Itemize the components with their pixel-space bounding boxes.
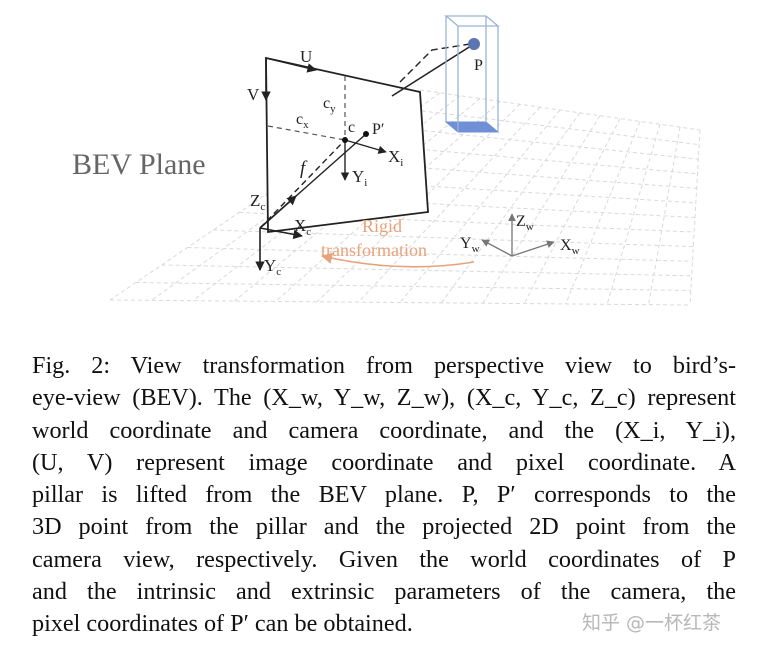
caption-line: pillar is lifted from the BEV plane. P, … <box>32 481 736 509</box>
figure-caption: Fig. 2: View transformation from perspec… <box>32 350 736 641</box>
caption-line: camera view, respectively. Given the wor… <box>32 545 736 573</box>
caption-line: (U, V) represent image coordinate and pi… <box>32 448 736 476</box>
yw-axis <box>481 239 513 257</box>
xc-axis <box>259 227 303 240</box>
ray-p-prime-p <box>391 43 475 97</box>
cx-label: cx <box>296 111 309 131</box>
grid-line <box>358 106 541 303</box>
u-label: U <box>300 47 312 66</box>
zc-axis <box>259 195 297 229</box>
caption-line: 3D point from the pillar and the project… <box>32 513 736 541</box>
yc-label: Yc <box>264 256 281 278</box>
grid-line <box>689 129 701 306</box>
xi-axis <box>344 139 387 154</box>
cx-line <box>267 125 346 141</box>
p-prime-label: P′ <box>372 121 384 138</box>
p-label: P <box>474 57 483 74</box>
zw-label: Zw <box>516 213 534 233</box>
f-label: f <box>300 158 308 179</box>
watermark: 知乎 @一杯红茶 <box>582 612 722 634</box>
caption-line: Fig. 2: View transformation from perspec… <box>32 352 736 379</box>
dashed-bracket <box>399 43 471 83</box>
xc-label: Xc <box>294 216 311 238</box>
c-label: c <box>348 119 355 136</box>
yi-label: Yi <box>352 167 367 189</box>
grid-line <box>565 121 641 305</box>
grid-line <box>606 124 661 305</box>
point-p-prime <box>363 131 369 137</box>
yw-label: Yw <box>460 235 480 255</box>
grid-line <box>482 115 601 304</box>
bev-plane-label: BEV Plane <box>72 148 206 181</box>
grid-line <box>161 264 692 277</box>
xw-axis <box>511 240 555 257</box>
grid-line <box>368 124 699 160</box>
zc-label: Zc <box>250 191 265 213</box>
caption-line: eye-view (BEV). The (X_w, Y_w, Z_w), (X_… <box>32 384 736 412</box>
figure-svg: U V cy cx c P′ Xi Yi f Zc Xc Yc P BEV Pl… <box>72 15 701 306</box>
cy-label: cy <box>323 95 336 115</box>
caption-line: and the intrinsic and extrinsic paramete… <box>32 578 736 606</box>
point-p <box>468 38 480 50</box>
rigid-label: Rigid <box>362 216 402 236</box>
u-axis <box>265 57 317 73</box>
caption-line: pixel coordinates of P′ can be obtained. <box>32 610 413 638</box>
optical-axis <box>259 139 346 229</box>
grid-line <box>109 299 691 306</box>
caption-line: world coordinate and camera coordinate, … <box>32 416 736 444</box>
rigid-transformation-arrow <box>320 252 475 268</box>
grid-line <box>187 247 693 262</box>
grid-line <box>135 282 691 291</box>
grid-line <box>394 107 700 146</box>
pillar <box>444 15 500 133</box>
transformation-label: transformation <box>321 240 427 260</box>
image-plane <box>265 56 429 234</box>
grid-line <box>239 212 695 233</box>
point-c <box>342 137 348 143</box>
xi-label: Xi <box>388 147 403 169</box>
grid-line <box>290 177 696 204</box>
xw-label: Xw <box>560 237 580 257</box>
grid-line <box>648 127 681 305</box>
v-label: V <box>247 85 260 104</box>
figure: U V cy cx c P′ Xi Yi f Zc Xc Yc P BEV Pl… <box>72 15 701 306</box>
